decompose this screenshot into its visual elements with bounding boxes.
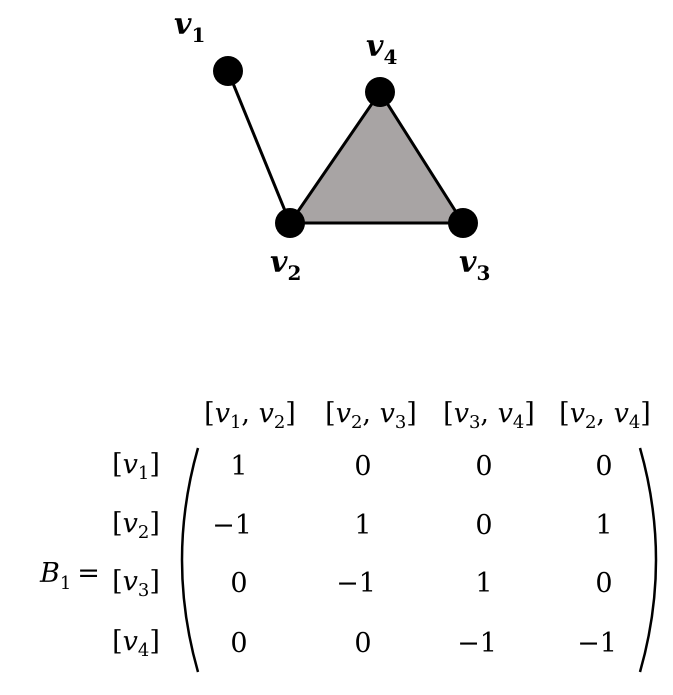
cell-r2-c4: 1 xyxy=(595,510,612,541)
cell-r1-c3: 0 xyxy=(475,451,492,482)
row-header-2: [v2] xyxy=(112,508,160,543)
cell-r1-c2: 0 xyxy=(354,451,371,482)
col-header-1: [v1, v2] xyxy=(204,398,296,433)
cell-r2-c1: −1 xyxy=(212,510,252,541)
cell-r4-c4: −1 xyxy=(577,628,617,659)
boundary-matrix: B1= [v1, v2] [v2, v3] [v3, v4] [v2, v4] … xyxy=(39,398,658,673)
row-header-3: [v3] xyxy=(112,566,160,601)
vertex-label-v2: v2 xyxy=(270,245,301,285)
vertex-label-v1: v1 xyxy=(174,7,205,47)
vertex-label-v4: v4 xyxy=(366,29,397,69)
matrix-lhs: B1= xyxy=(39,558,100,594)
vertex-label-v3: v3 xyxy=(459,245,490,285)
cell-r3-c4: 0 xyxy=(595,568,612,599)
simplicial-complex-graph: v1 v4 v2 v3 xyxy=(174,7,490,285)
left-parenthesis xyxy=(180,447,200,673)
cell-r4-c3: −1 xyxy=(457,628,497,659)
col-header-2: [v2, v3] xyxy=(325,398,417,433)
cell-r2-c3: 0 xyxy=(475,510,492,541)
cell-r3-c3: 1 xyxy=(475,568,492,599)
cell-r3-c1: 0 xyxy=(230,568,247,599)
row-header-4: [v4] xyxy=(112,626,160,661)
cell-r1-c4: 0 xyxy=(595,451,612,482)
row-header-1: [v1] xyxy=(112,449,160,484)
cell-r1-c1: 1 xyxy=(230,451,247,482)
cell-r3-c2: −1 xyxy=(336,568,376,599)
vertex-v2 xyxy=(275,208,305,238)
vertex-v4 xyxy=(365,77,395,107)
vertex-v3 xyxy=(448,208,478,238)
cell-r4-c1: 0 xyxy=(230,628,247,659)
edge-v1-v2 xyxy=(226,70,292,224)
filled-triangle-face xyxy=(287,89,466,225)
cell-r4-c2: 0 xyxy=(354,628,371,659)
vertex-v1 xyxy=(213,56,243,86)
col-header-4: [v2, v4] xyxy=(559,398,651,433)
cell-r2-c2: 1 xyxy=(354,510,371,541)
matrix-cells: 1 0 0 0 −1 1 0 1 0 −1 1 0 0 0 −1 −1 xyxy=(212,451,617,659)
col-header-3: [v3, v4] xyxy=(443,398,535,433)
right-parenthesis xyxy=(638,447,658,673)
